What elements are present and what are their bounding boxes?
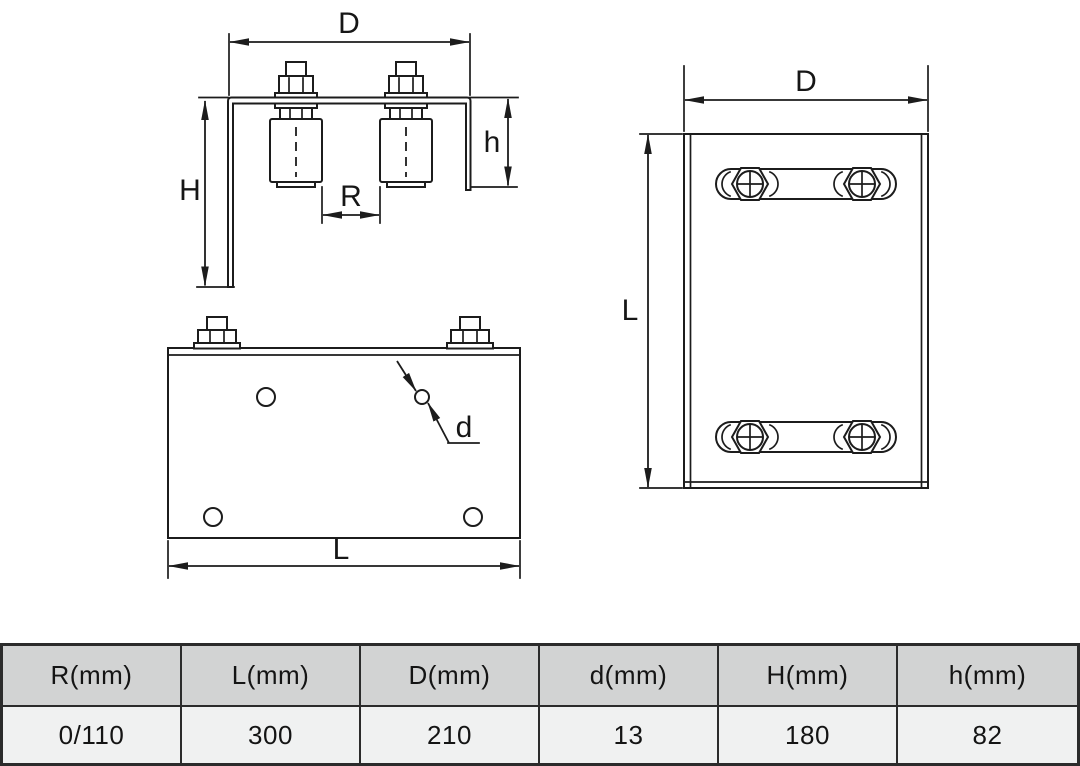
- mounting-hole: [463, 507, 483, 527]
- dim-label-H: H: [179, 174, 201, 207]
- roller-slot: [715, 420, 897, 454]
- hole-d: [414, 389, 430, 405]
- roller-assembly: [269, 61, 323, 188]
- header-h: h(mm): [948, 660, 1027, 690]
- dim-label-R: R: [340, 180, 362, 213]
- dim-label-d: d: [456, 411, 473, 444]
- dim-label-h: h: [484, 126, 501, 159]
- bolt-top-edge: [446, 316, 494, 350]
- plan-view: d L: [167, 316, 521, 579]
- header-L: L(mm): [182, 646, 361, 705]
- header-D: D(mm): [361, 646, 540, 705]
- dimension-H: H: [179, 100, 235, 288]
- value-R: 0/110: [3, 707, 182, 763]
- front-view: D L: [622, 65, 929, 489]
- roller-slot: [715, 167, 897, 201]
- header-R: R(mm): [3, 646, 182, 705]
- dim-label-L-front: L: [622, 294, 639, 327]
- technical-drawing: D H h R: [167, 7, 929, 579]
- bolt-top-edge: [193, 316, 241, 350]
- value-L: 300: [182, 707, 361, 763]
- value-D: 210: [361, 707, 540, 763]
- mounting-hole: [203, 507, 223, 527]
- dimension-L-front: L: [622, 133, 683, 489]
- bolt-front: [833, 167, 891, 201]
- dimension-D-front: D: [683, 65, 929, 132]
- dimension-D-side: D: [228, 7, 471, 96]
- bracket-profile: [227, 96, 472, 288]
- header-d: d(mm): [540, 646, 719, 705]
- spec-table-header-row: R(mm) L(mm) D(mm) d(mm) H(mm) h(mm): [3, 646, 1077, 707]
- bolt-front: [721, 420, 779, 454]
- dimension-L-plan: L: [167, 533, 521, 579]
- dimension-h: h: [471, 98, 518, 188]
- roller-assembly: [379, 61, 433, 188]
- side-view: D H h R: [179, 7, 519, 288]
- dim-label-D-front: D: [795, 65, 817, 98]
- spec-table: R(mm) L(mm) D(mm) d(mm) H(mm) h(mm) 0/11…: [0, 643, 1080, 766]
- value-h: 82: [972, 719, 1003, 750]
- mounting-hole: [256, 387, 276, 407]
- bolt-front: [721, 167, 779, 201]
- value-H: 180: [719, 707, 898, 763]
- header-H: H(mm): [719, 646, 898, 705]
- dimension-d: d: [396, 360, 480, 444]
- bolt-front: [833, 420, 891, 454]
- dimension-R: R: [321, 180, 381, 224]
- value-d: 13: [540, 707, 719, 763]
- spec-table-value-row: 0/110 300 210 13 180 82: [3, 707, 1077, 763]
- dim-label-L-plan: L: [333, 533, 350, 566]
- dim-label-D-side: D: [338, 7, 360, 40]
